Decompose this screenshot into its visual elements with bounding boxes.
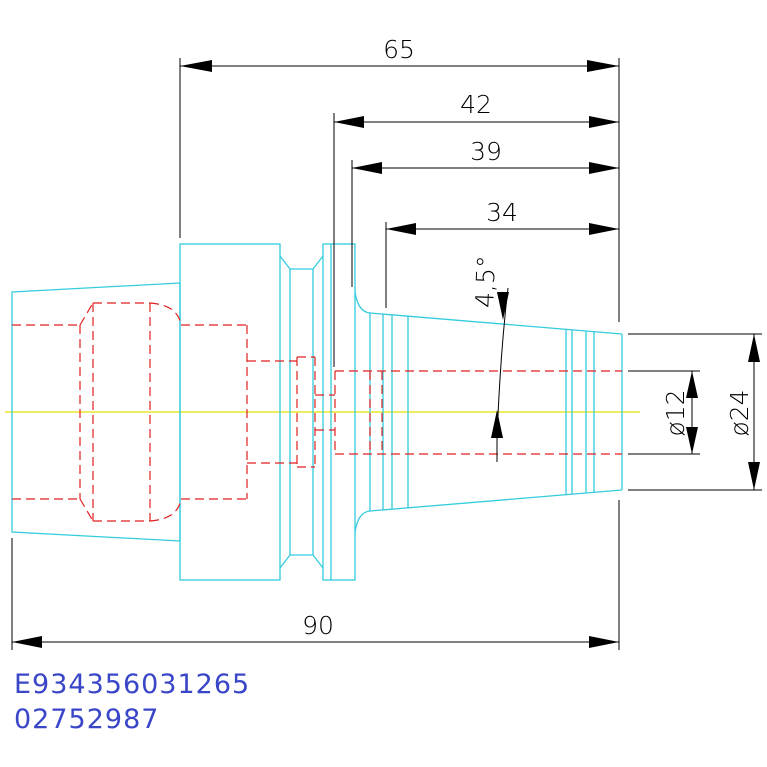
dim-39-label: 39 — [470, 137, 502, 166]
part-outline — [11, 243, 623, 581]
serial-code: 02752987 — [14, 704, 159, 735]
dim-42-label: 42 — [460, 90, 492, 119]
dimension-arrows — [12, 60, 760, 648]
taper-angle-label: 4,5° — [470, 255, 501, 308]
diameter-12-label: ø12 — [661, 389, 690, 436]
dim-34-label: 34 — [486, 198, 518, 227]
part-code: E934356031265 — [14, 669, 250, 700]
dimension-lines — [11, 58, 762, 650]
dim-90-label: 90 — [302, 611, 334, 640]
hidden-lines — [12, 302, 622, 522]
dim-65-label: 65 — [383, 35, 415, 64]
diameter-24-label: ø24 — [725, 389, 754, 436]
